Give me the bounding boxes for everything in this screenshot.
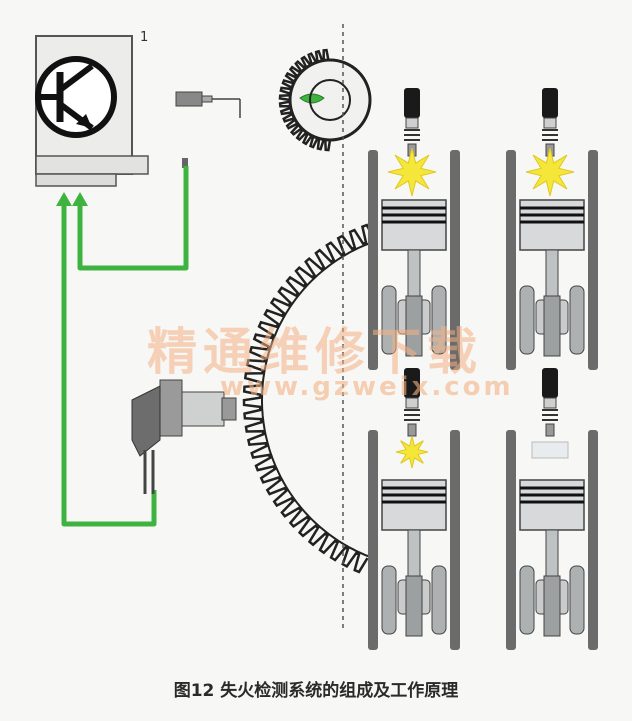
piston (519, 199, 585, 251)
crankshaft-throw (381, 285, 447, 357)
cam-sensor (175, 91, 241, 168)
connecting-rod (545, 249, 559, 297)
cylinder-wall-right (450, 430, 460, 650)
crankshaft-throw (519, 565, 585, 637)
cylinder-wall-left (368, 430, 378, 650)
spark-plug-icon (542, 88, 558, 157)
piston (381, 479, 447, 531)
cylinder-top-left (368, 88, 460, 370)
spark-icon (395, 435, 429, 469)
cylinder-top-right (506, 88, 598, 370)
combustion-chamber (531, 441, 569, 459)
cylinder-wall-right (588, 430, 598, 650)
cylinder-wall-left (506, 150, 516, 370)
transistor-icon (35, 56, 117, 138)
cylinder-wall-right (450, 150, 460, 370)
cylinder-wall-left (506, 430, 516, 650)
spark-plug-icon (404, 88, 420, 157)
spark-plug-icon (542, 368, 558, 437)
cam-gear (278, 48, 372, 152)
crank-sensor (131, 379, 237, 494)
figure-caption: 图12 失火检测系统的组成及工作原理 (173, 681, 459, 701)
cylinder-bottom-left (368, 368, 460, 650)
signal-wires (56, 166, 189, 527)
cylinder-wall-left (368, 150, 378, 370)
cylinder-bottom-right (506, 368, 598, 650)
connecting-rod (545, 529, 559, 577)
ecu-unit (35, 35, 149, 187)
crankshaft-throw (381, 565, 447, 637)
connecting-rod (407, 529, 421, 577)
piston (381, 199, 447, 251)
cylinder-wall-right (588, 150, 598, 370)
connecting-rod (407, 249, 421, 297)
crank-reluctor-ring (242, 223, 378, 574)
spark-plug-icon (404, 368, 420, 437)
piston (519, 479, 585, 531)
spark-icon (525, 147, 575, 197)
spark-icon (387, 147, 437, 197)
ecu-number-label: 1 (140, 30, 149, 45)
crankshaft-throw (519, 285, 585, 357)
cylinder-group (368, 88, 598, 650)
